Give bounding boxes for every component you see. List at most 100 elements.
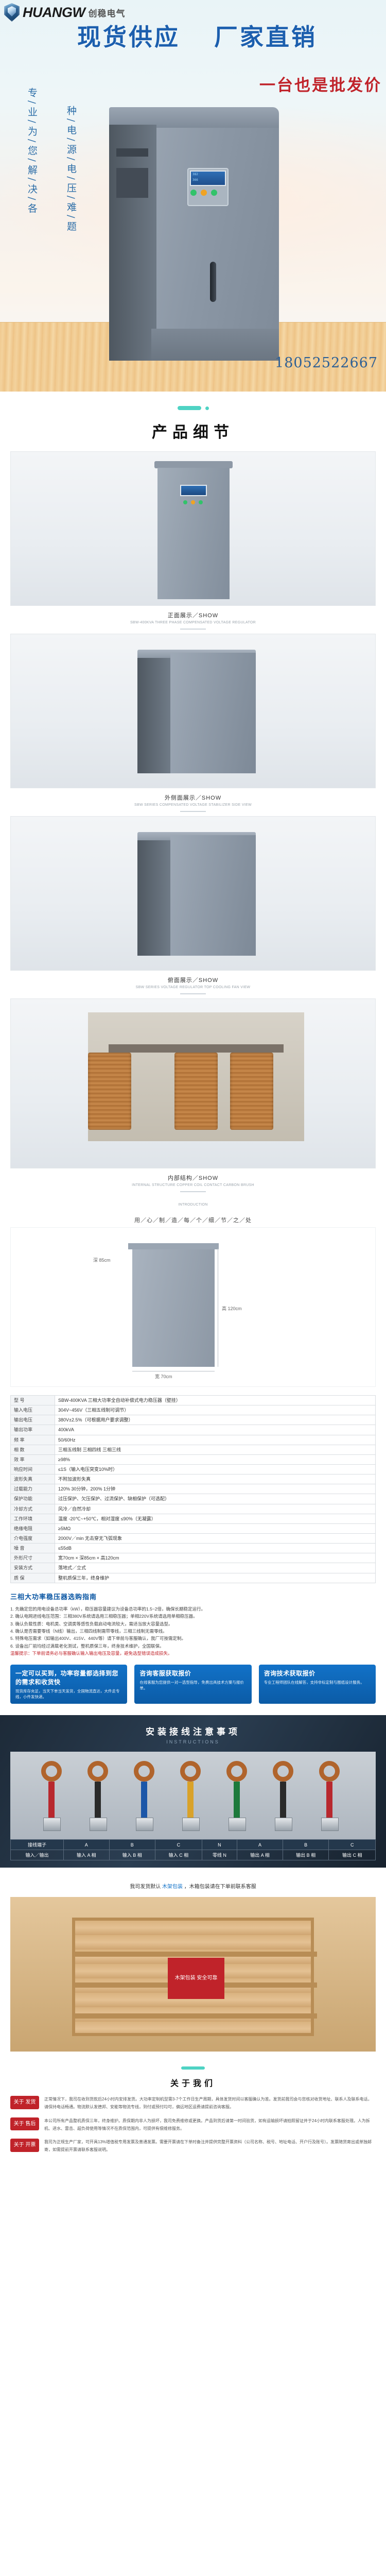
purchase-guide-title: 三相大功率稳压器选购指南 [10, 1592, 97, 1601]
spec-value: 400kVA [55, 1425, 376, 1435]
cable-lug-6 [273, 1761, 296, 1832]
section-title-text: 产品细节 [152, 423, 234, 442]
accent-bar [177, 406, 201, 410]
spec-key: 介电强度 [10, 1533, 55, 1544]
wiring-instructions-section: 安装接线注意事项 INSTRUCTIONS 接线端子 A B C N A B [0, 1715, 386, 1868]
spec-value: ≥5MΩ [55, 1523, 376, 1534]
phase-cell: 输出 A 相 [237, 1850, 283, 1861]
dimension-block: INTRODUCTION 用／心／制／造／每／个／细／节／之／处 宽 70cm … [0, 1196, 386, 1389]
terminal-5 [229, 1818, 246, 1832]
phase-header-cell: B [109, 1839, 156, 1851]
spec-row: 波形失真不附加波形失真 [10, 1474, 376, 1485]
cable-lug-3 [134, 1761, 157, 1832]
introduction-en: INTRODUCTION [178, 1203, 208, 1207]
spec-value: ≤1S（输入电压突变10%时） [55, 1464, 376, 1475]
phase-cell: 输入／输出 [10, 1850, 64, 1861]
led-3 [199, 500, 203, 504]
section-accent-decoration [0, 406, 386, 410]
cta-title: 一定可以买到，功率容量都选择到您的需求和收货快 [15, 1669, 119, 1686]
spec-row: 工作环境温度 -20℃~+50℃，相对湿度 ≤90%（无凝露） [10, 1513, 376, 1524]
instructions-title: 安装接线注意事项 [146, 1727, 240, 1737]
cabinet-side-view [137, 650, 256, 773]
cable-lug-1 [41, 1761, 65, 1832]
product-photo-side [10, 634, 376, 788]
phase-header-cell: 接线端子 [10, 1839, 64, 1851]
cta-sub: 在线客服为您提供一对一选型指导，免费出具技术方案与报价单。 [139, 1680, 244, 1690]
cta-title: 咨询客服获取报价 [139, 1669, 191, 1677]
spec-key: 过载能力 [10, 1484, 55, 1495]
phase-cell: 输出 B 相 [282, 1850, 329, 1861]
about-card-shipping: 关于 发货 正常情况下，我司在收到货款后24小时内安排发货。大功率定制机型需3-… [10, 2096, 376, 2111]
cabinet-front-view [154, 461, 233, 599]
headline-left: 现货供应 [77, 23, 180, 51]
spec-row: 保护功能过压保护、欠压保护、过流保护、缺相保护（可选配） [10, 1494, 376, 1504]
caption-en: INTERNAL STRUCTURE COPPER COIL CONTACT C… [132, 1183, 254, 1187]
cable-red [48, 1782, 55, 1825]
photo-caption-side: 外侧面展示／SHOW SBW SERIES COMPENSATED VOLTAG… [0, 788, 386, 814]
spec-key: 波形失真 [10, 1474, 55, 1485]
spec-key: 质 保 [10, 1572, 55, 1583]
phase-header-cell: N [201, 1839, 238, 1851]
spec-key: 频 率 [10, 1434, 55, 1445]
about-card-invoice: 关于 开票 我司为正规生产厂家，可开具13%增值税专用发票及普通发票。需要开票请… [10, 2139, 376, 2154]
cta-service-quote[interactable]: 咨询客服获取报价 在线客服为您提供一对一选型指导，免费出具技术方案与报价单。 [134, 1664, 252, 1704]
terminal-6 [275, 1818, 292, 1832]
lug-ring [273, 1761, 293, 1782]
vertical-slogan-2: 种/电/源/电/压/难/题 [65, 106, 77, 234]
hero-banner: HUANGW 创稳电气 现货供应 厂家直销 一台也是批发价 专/业/为/您/解/… [0, 0, 386, 392]
dimension-cabinet-top [128, 1243, 219, 1249]
spec-value: 380V±2.5%（可根据用户要求调整） [55, 1415, 376, 1426]
spec-key: 输出功率 [10, 1425, 55, 1435]
cabinet-top-cap [154, 461, 233, 468]
led-green-left [190, 190, 197, 196]
about-tag: 关于 发货 [10, 2096, 39, 2109]
machine-vent-upper [116, 148, 148, 157]
led-amber [201, 190, 207, 196]
spec-key: 噪 音 [10, 1543, 55, 1554]
machine-vent-lower [116, 168, 148, 198]
cable-lug-2 [87, 1761, 111, 1832]
purchase-guide: 三相大功率稳压器选购指南 1. 先确定您的用电设备总功率（kW），稳压器容量建议… [10, 1591, 376, 1657]
cta-tech-quote[interactable]: 咨询技术获取报价 专业工程师团队在线解答，支持非标定制与图纸设计服务。 [258, 1664, 376, 1704]
product-photo-top [10, 816, 376, 971]
spec-row: 质 保整机质保三年，终身维护 [10, 1572, 376, 1583]
introduction-label: INTRODUCTION [0, 1196, 386, 1209]
brand-name-en: HUANGW [23, 4, 85, 20]
cabinet-lcd [180, 485, 207, 496]
phase-table-body: 接线端子 A B C N A B C 输入／输出 输入 A 相 输入 B 相 输… [10, 1839, 376, 1861]
spec-key: 冷却方式 [10, 1503, 55, 1514]
brand-name-cn: 创稳电气 [88, 8, 126, 19]
spec-key: 工作环境 [10, 1513, 55, 1524]
spec-value: 落地式／立式 [55, 1563, 376, 1573]
packing-note: 我司发货默认 木架包装 ，木箱包装请在下单前联系客服 [10, 1879, 376, 1893]
phase-cell: 输入 B 相 [109, 1850, 156, 1861]
cabinet-top-face [170, 835, 256, 956]
about-text: 正常情况下，我司在收到货款后24小时内安排发货。大功率定制机型需3-7个工作日生… [44, 2097, 372, 2110]
cabinet-leds [183, 500, 203, 504]
spec-value: 50/60Hz [55, 1434, 376, 1445]
spec-row: 相 数三相五线制 三相四线 三相三线 [10, 1444, 376, 1455]
about-text: 本公司所有产品整机质保三年，终身维护。质保期内非人为损坏，我司免费维修或更换。产… [44, 2118, 370, 2131]
cable-lug-5 [226, 1761, 250, 1832]
phase-header-cell: C [328, 1839, 376, 1851]
contact-phone-number[interactable]: 18052522667 [275, 355, 378, 371]
about-card-aftersales: 关于 售后 本公司所有产品整机质保三年，终身维护。质保期内非人为损坏，我司免费维… [10, 2117, 376, 2133]
phase-header-cell: A [63, 1839, 110, 1851]
photo-block-side: 外侧面展示／SHOW SBW SERIES COMPENSATED VOLTAG… [0, 634, 386, 816]
spec-key: 效 率 [10, 1454, 55, 1465]
spec-value: 2000V／min 无击穿无飞弧现象 [55, 1533, 376, 1544]
terminal-phase-table: 接线端子 A B C N A B C 输入／输出 输入 A 相 输入 B 相 输… [10, 1839, 376, 1861]
about-tag: 关于 开票 [10, 2139, 39, 2152]
spec-key: 型 号 [10, 1395, 55, 1406]
spec-value: 过压保护、欠压保护、过流保护、缺相保护（可选配） [55, 1494, 376, 1504]
coil-phase-b [230, 1053, 273, 1130]
cta-availability[interactable]: 一定可以买到，功率容量都选择到您的需求和收货快 现货库存充足，当天下单当天发货，… [10, 1664, 128, 1704]
led-2 [191, 500, 195, 504]
dimension-depth-label: 深 85cm [93, 1258, 111, 1263]
spec-key: 响应时间 [10, 1464, 55, 1475]
